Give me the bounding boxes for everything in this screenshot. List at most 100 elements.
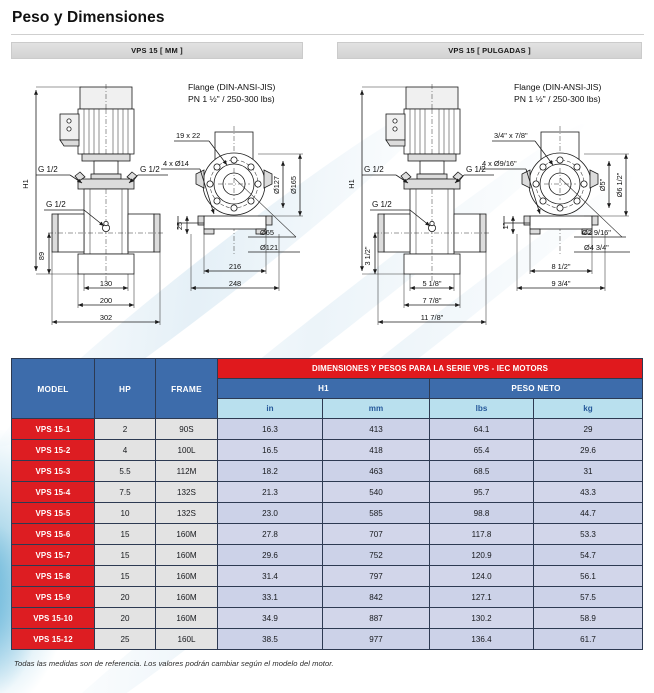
col-header-model: MODEL	[11, 358, 95, 419]
svg-text:5 1/8": 5 1/8"	[422, 279, 441, 288]
dimension-d2-9-16-inches: Ø2 9/16"	[559, 177, 626, 238]
cell-weight-kg: 29.6	[532, 439, 644, 461]
svg-text:Ø65: Ø65	[260, 228, 274, 237]
dimension-d6half-inches: Ø6 1/2"	[584, 153, 629, 217]
cell-hp: 15	[94, 565, 156, 587]
cell-weight-lbs: 95.7	[429, 481, 534, 503]
tab-units-inches[interactable]: VPS 15 [ PULGADAS ]	[337, 42, 642, 59]
cell-frame: 132S	[155, 481, 218, 503]
cell-weight-lbs: 130.2	[429, 607, 534, 629]
cell-weight-lbs: 117.8	[429, 523, 534, 545]
cell-frame: 160M	[155, 544, 218, 566]
cell-model: VPS 15-7	[11, 544, 95, 566]
cell-model: VPS 15-2	[11, 439, 95, 461]
svg-text:216: 216	[229, 262, 241, 271]
callout-4xD14-mm: 4 x Ø14	[161, 159, 215, 215]
dimension-h1-inches: H1	[347, 86, 408, 275]
callout-19x22-mm: 19 x 22	[174, 131, 228, 166]
tab-units-mm-label: VPS 15 [ MM ]	[131, 46, 183, 55]
drawing-panel-inches: G 1/2 G 1/2 G 1/2	[334, 66, 650, 354]
cell-weight-lbs: 136.4	[429, 628, 534, 650]
svg-text:Ø4 3/4": Ø4 3/4"	[584, 243, 609, 252]
tab-units-mm[interactable]: VPS 15 [ MM ]	[11, 42, 303, 59]
cell-hp: 25	[94, 628, 156, 650]
group-header-peso-neto: PESO NETO	[428, 378, 644, 399]
svg-text:302: 302	[100, 313, 112, 322]
cell-weight-kg: 44.7	[532, 502, 644, 524]
dimension-89-mm: 89	[37, 233, 51, 274]
table-header-row-1: MODEL HP FRAME DIMENSIONES Y PESOS PARA …	[11, 358, 644, 419]
cell-model: VPS 15-9	[11, 586, 95, 608]
svg-text:1": 1"	[501, 222, 510, 229]
cell-weight-kg: 61.7	[532, 628, 644, 650]
title-divider	[11, 34, 644, 35]
dimension-130-mm: 130	[83, 274, 129, 291]
cell-frame: 132S	[155, 502, 218, 524]
svg-text:Ø121: Ø121	[260, 243, 278, 252]
port-label-right-mm: G 1/2	[128, 165, 168, 184]
unit-tabs: VPS 15 [ MM ] VPS 15 [ PULGADAS ]	[0, 42, 654, 62]
table-header-row-2: H1 PESO NETO	[12, 378, 644, 399]
svg-text:G 1/2: G 1/2	[372, 200, 392, 209]
cell-hp: 15	[94, 523, 156, 545]
flange-title-mm: Flange (DIN-ANSI-JIS) PN 1 ½" / 250-300 …	[188, 82, 276, 104]
svg-text:G 1/2: G 1/2	[364, 165, 384, 174]
cell-frame: 160M	[155, 523, 218, 545]
cell-h1-mm: 977	[322, 628, 430, 650]
svg-text:PN 1 ½" / 250-300 lbs): PN 1 ½" / 250-300 lbs)	[188, 94, 275, 104]
cell-frame: 160L	[155, 628, 218, 650]
svg-text:G 1/2: G 1/2	[46, 200, 66, 209]
svg-text:PN 1 ½" / 250-300 lbs): PN 1 ½" / 250-300 lbs)	[514, 94, 601, 104]
col-header-lbs: lbs	[429, 398, 534, 419]
dimension-h1-label-mm: H1	[21, 179, 30, 188]
cell-h1-mm: 707	[322, 523, 430, 545]
callout-3-4x7-8-inches: 3/4" x 7/8"	[492, 131, 554, 166]
page-title: Peso y Dimensiones	[12, 9, 165, 26]
cell-weight-lbs: 65.4	[429, 439, 534, 461]
dimensions-weights-table: MODEL HP FRAME DIMENSIONES Y PESOS PARA …	[11, 358, 644, 650]
cell-h1-in: 27.8	[217, 523, 323, 545]
svg-text:19 x 22: 19 x 22	[176, 131, 200, 140]
svg-text:4 x Ø9/16": 4 x Ø9/16"	[482, 159, 517, 168]
cell-h1-mm: 540	[322, 481, 430, 503]
svg-text:G 1/2: G 1/2	[466, 165, 486, 174]
dimension-3half-inches: 3 1/2"	[363, 233, 377, 274]
cell-h1-mm: 418	[322, 439, 430, 461]
dimension-9-3-4-inches: 9 3/4"	[516, 234, 606, 291]
port-label-mid-mm: G 1/2	[44, 200, 105, 227]
cell-weight-lbs: 68.5	[429, 460, 534, 482]
cell-model: VPS 15-5	[11, 502, 95, 524]
cell-hp: 2	[94, 418, 156, 440]
dimension-11-7-8-inches: 11 7/8"	[377, 252, 487, 325]
cell-weight-lbs: 124.0	[429, 565, 534, 587]
cell-frame: 160M	[155, 586, 218, 608]
col-header-kg: kg	[532, 398, 644, 419]
cell-hp: 20	[94, 586, 156, 608]
svg-text:Flange (DIN-ANSI-JIS): Flange (DIN-ANSI-JIS)	[514, 82, 602, 92]
dimension-248-mm: 248	[190, 234, 280, 291]
col-header-in: in	[217, 398, 323, 419]
svg-text:89: 89	[37, 252, 46, 260]
cell-hp: 10	[94, 502, 156, 524]
cell-h1-in: 18.2	[217, 460, 323, 482]
cell-h1-in: 29.6	[217, 544, 323, 566]
cell-h1-in: 38.5	[217, 628, 323, 650]
svg-text:3 1/2": 3 1/2"	[363, 246, 372, 265]
pump-drawing-inches: G 1/2 G 1/2 G 1/2	[347, 82, 630, 325]
tab-units-inches-label: VPS 15 [ PULGADAS ]	[448, 46, 531, 55]
svg-text:G 1/2: G 1/2	[38, 165, 58, 174]
svg-text:130: 130	[100, 279, 112, 288]
pump-elevation-view-mm	[48, 84, 164, 281]
table-head: MODEL HP FRAME DIMENSIONES Y PESOS PARA …	[11, 358, 644, 419]
dimension-d127-mm: Ø127	[272, 161, 285, 208]
col-header-mm: mm	[322, 398, 430, 419]
cell-h1-in: 16.5	[217, 439, 323, 461]
cell-model: VPS 15-10	[11, 607, 95, 629]
